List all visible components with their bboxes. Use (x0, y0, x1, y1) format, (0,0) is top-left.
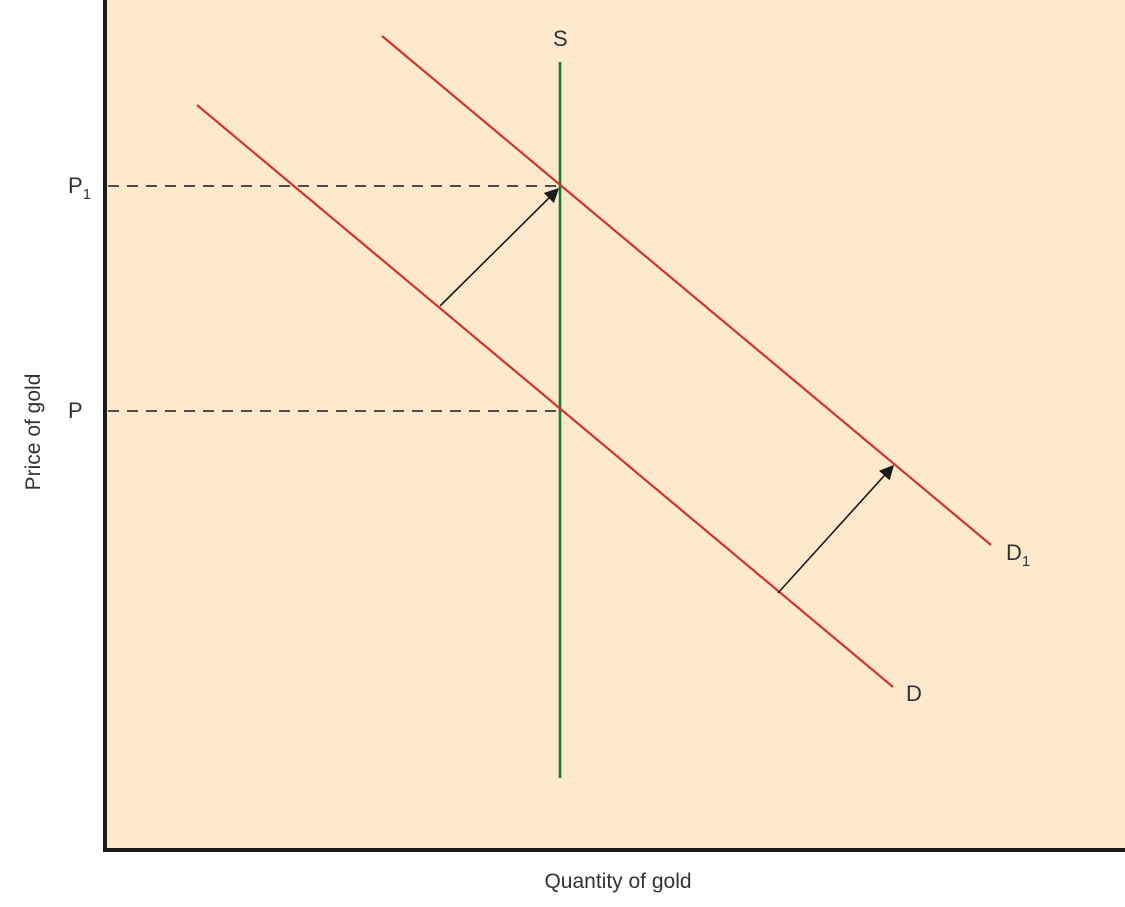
shift-arrow-upper (439, 187, 560, 307)
price-label-p1: P1 (68, 173, 91, 203)
price-label-p: P (68, 398, 83, 423)
y-axis-title: Price of gold (22, 374, 45, 491)
demand-shifted-label: D1 (1006, 540, 1030, 570)
shift-arrow-lower (777, 464, 894, 594)
demand-curve (196, 104, 894, 688)
x-axis-title: Quantity of gold (544, 870, 691, 893)
supply-label: S (553, 26, 568, 51)
demand-curve-shifted (381, 35, 992, 546)
demand-label: D (906, 681, 922, 706)
plot-area (105, 0, 1125, 850)
